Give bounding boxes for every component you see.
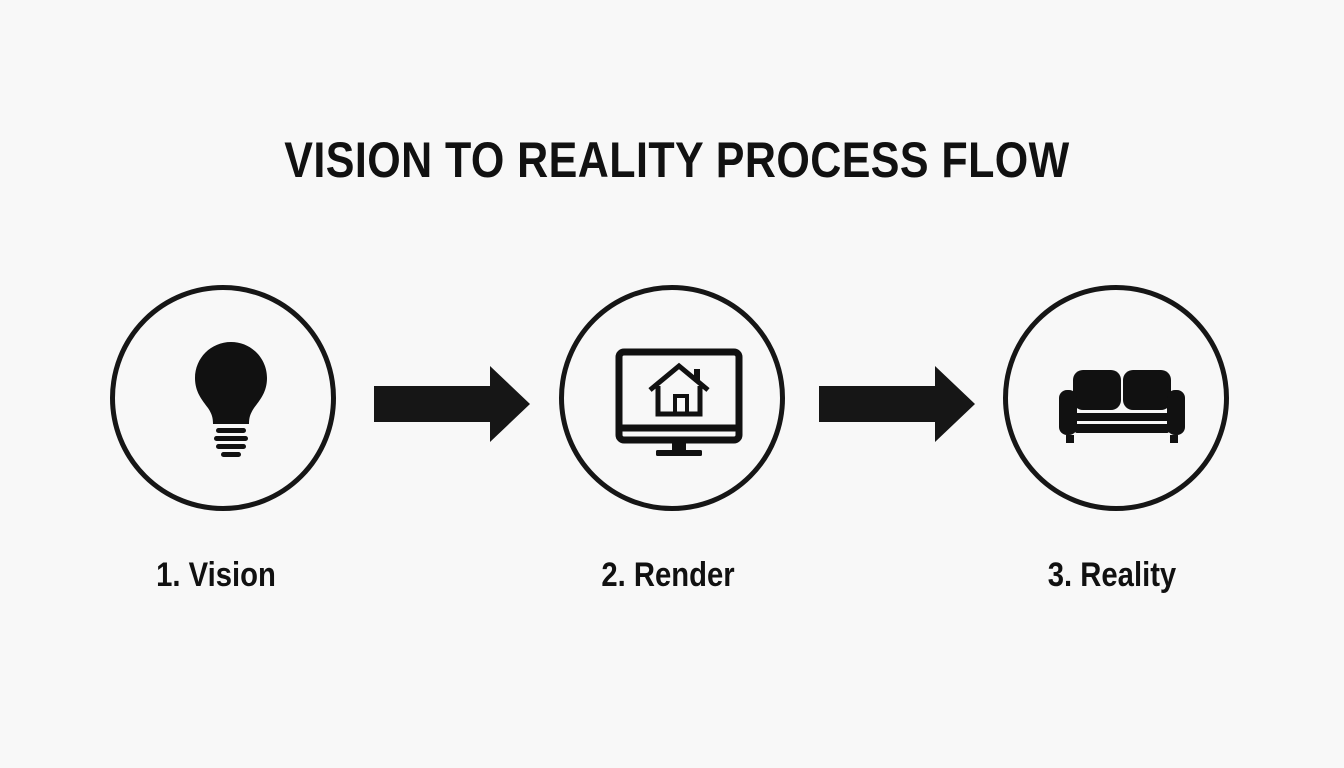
- arrow-right-icon: [374, 366, 530, 442]
- monitor-house-icon: [615, 348, 743, 456]
- step-vision-circle: [110, 285, 336, 511]
- step-label-render: 2. Render: [601, 556, 735, 594]
- diagram-title: VISION TO REALITY PROCESS FLOW: [284, 132, 1070, 188]
- step-render-circle: [559, 285, 785, 511]
- step-label-vision: 1. Vision: [156, 556, 276, 594]
- sofa-icon: [1059, 370, 1185, 443]
- lightbulb-icon: [195, 342, 267, 457]
- arrow-right-icon: [819, 366, 975, 442]
- step-label-reality: 3. Reality: [1047, 556, 1177, 594]
- step-reality-circle: [1003, 285, 1229, 511]
